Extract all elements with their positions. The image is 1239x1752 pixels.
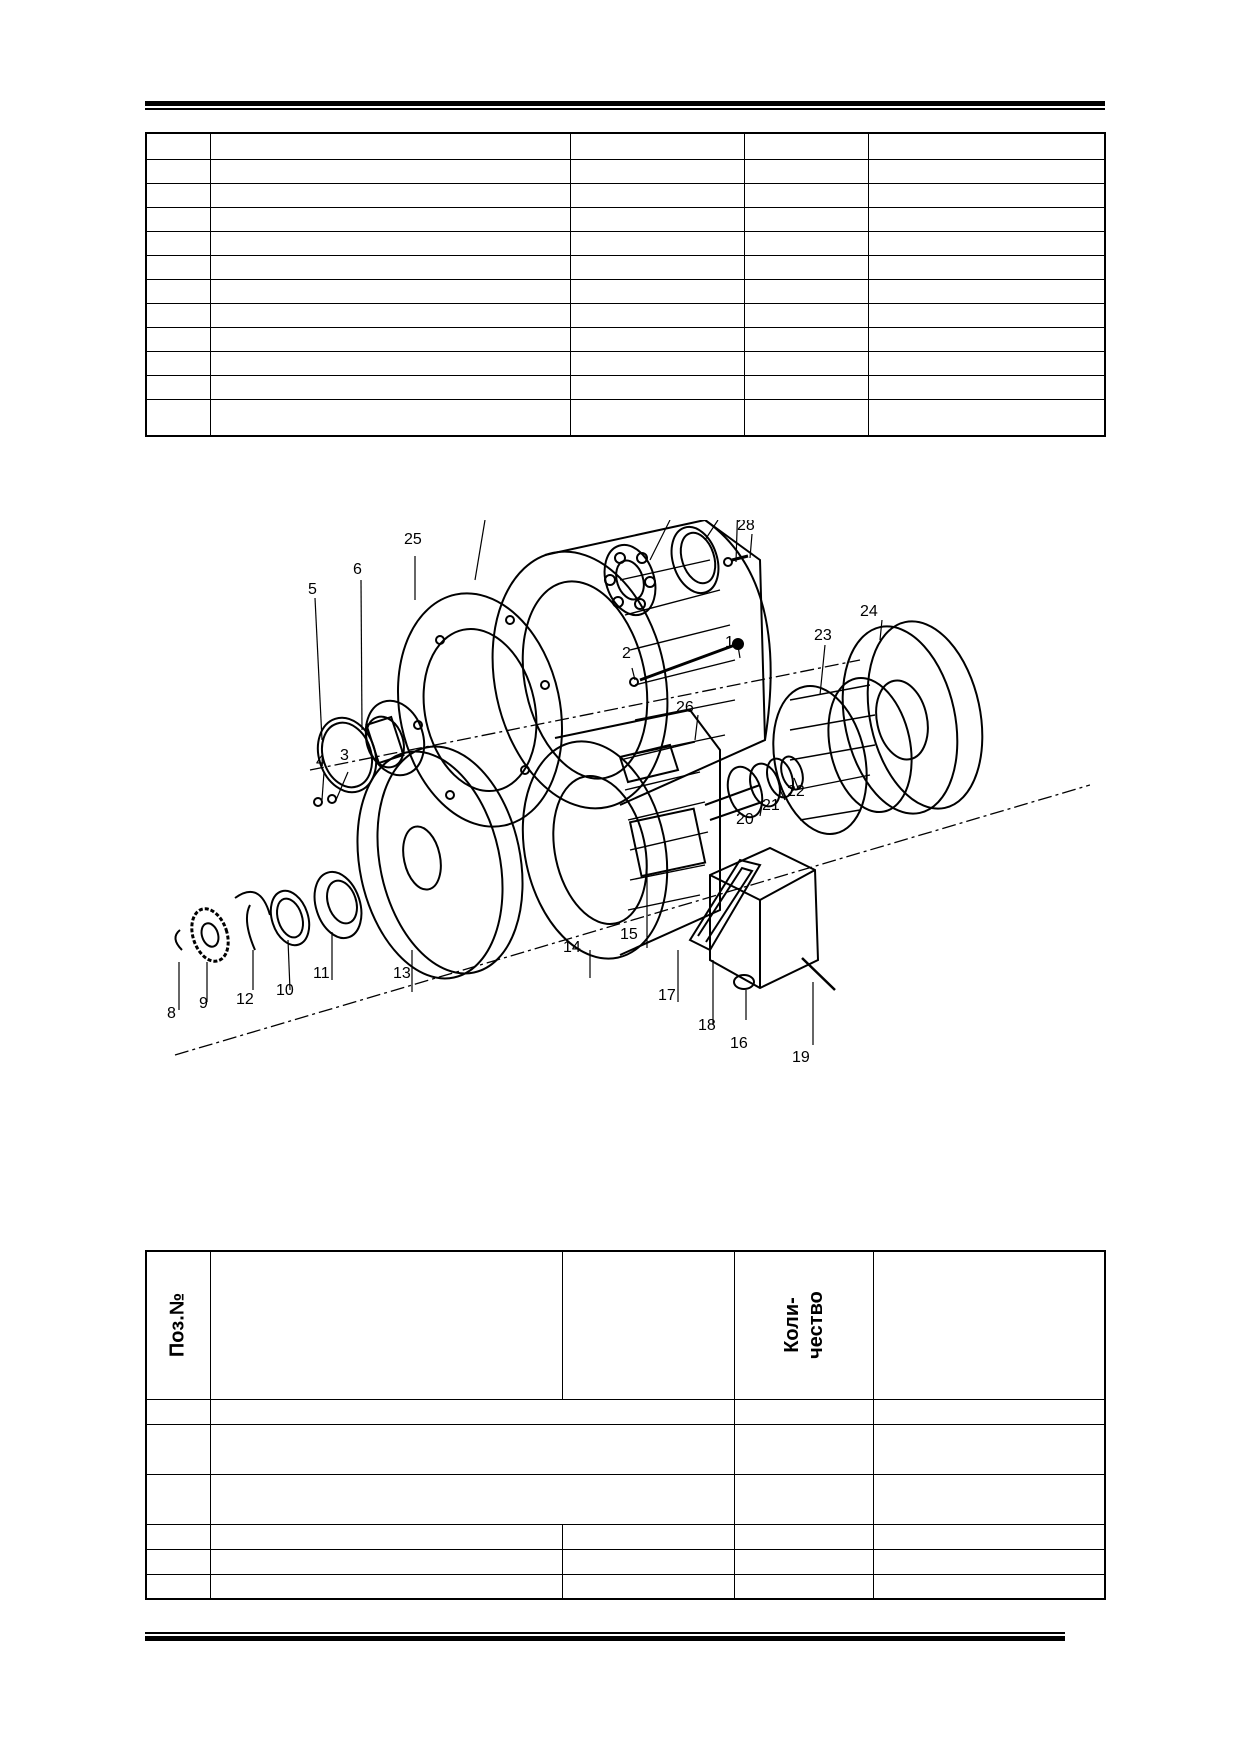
cable-gland-part — [733, 974, 755, 990]
callout-22: 22 — [787, 783, 805, 800]
table-header-row — [145, 132, 1106, 160]
table-row — [145, 351, 1106, 377]
callout-18: 18 — [698, 1017, 716, 1034]
callout-3: 3 — [340, 747, 349, 764]
footer-rule-thin — [145, 1632, 1065, 1634]
screw-part — [731, 554, 749, 562]
callout-9: 9 — [199, 995, 208, 1012]
callout-19: 19 — [792, 1049, 810, 1066]
pos-header-cell: Поз.№ — [145, 1250, 211, 1400]
terminal-cover-part — [709, 846, 820, 990]
header-rule-thin — [145, 108, 1105, 110]
terminal-base-part — [628, 807, 707, 878]
table-row — [145, 230, 1106, 256]
table-row — [145, 182, 1106, 208]
callout-6: 6 — [353, 561, 362, 578]
stud-bolt-part — [639, 643, 736, 682]
housing-part — [491, 520, 772, 810]
table-row — [145, 1473, 1106, 1525]
callout-17: 17 — [658, 987, 676, 1004]
callout-11: 11 — [313, 965, 330, 982]
roller-bearing-part — [313, 870, 363, 940]
callout-23: 23 — [814, 627, 832, 644]
flange-plate-part — [396, 592, 564, 828]
callout-12: 12 — [236, 991, 254, 1008]
callout-4: 4 — [316, 753, 325, 770]
bearing-cover-part — [364, 699, 426, 777]
table-row — [145, 375, 1106, 401]
qty-header-cell: Коли- чество — [733, 1250, 874, 1400]
screw-part — [801, 957, 836, 991]
callout-2b: 2 — [622, 645, 631, 662]
table-row — [145, 1523, 1106, 1550]
table-row — [145, 1423, 1106, 1475]
table-row — [145, 1398, 1106, 1425]
table-row — [145, 1573, 1106, 1600]
callout-21: 21 — [762, 797, 780, 814]
rear-flange-part — [841, 620, 984, 815]
callout-25: 25 — [404, 531, 422, 548]
callout-13: 13 — [393, 965, 411, 982]
pos-header-label: Поз.№ — [166, 1293, 189, 1358]
exploded-parts-diagram: 7 20 27 2 28 25 6 5 1 2 24 23 26 4 3 22 … — [167, 520, 1090, 1066]
callout-16: 16 — [730, 1035, 748, 1052]
callout-28: 28 — [737, 520, 755, 534]
table-row — [145, 278, 1106, 304]
circlip-part — [234, 890, 271, 916]
table-row — [145, 327, 1106, 353]
callout-labels: 7 20 27 2 28 25 6 5 1 2 24 23 26 4 3 22 … — [167, 520, 878, 1066]
table-header-row: Поз.№ Коли- чество — [145, 1250, 1106, 1400]
table-row — [145, 1548, 1106, 1575]
circlip-part — [245, 904, 256, 951]
bearing-part — [603, 543, 657, 617]
table-row — [145, 254, 1106, 280]
stator-housing-part — [521, 708, 721, 960]
end-shield-part — [356, 745, 524, 980]
gear-part — [190, 907, 230, 963]
washer-part — [723, 557, 733, 567]
bottom-parts-table: Поз.№ Коли- чество — [145, 1250, 1106, 1600]
callout-20b: 20 — [736, 811, 754, 828]
callout-14: 14 — [563, 939, 581, 956]
top-parts-table — [145, 132, 1106, 437]
clip-part — [174, 929, 183, 951]
washer-part — [629, 677, 639, 687]
header-rule — [145, 101, 1105, 106]
callout-5: 5 — [308, 581, 317, 598]
callout-10: 10 — [276, 982, 294, 999]
nameplate-part — [618, 743, 680, 784]
table-row — [145, 302, 1106, 329]
footer-rule — [145, 1636, 1065, 1641]
gasket-part — [688, 858, 762, 952]
table-row — [145, 206, 1106, 232]
washer-part — [313, 797, 323, 807]
table-row — [145, 158, 1106, 184]
callout-24: 24 — [860, 603, 878, 620]
callout-26: 26 — [676, 699, 694, 716]
callout-15: 15 — [620, 926, 638, 943]
qty-header-label: Коли- чество — [780, 1291, 827, 1360]
rotor-part — [772, 676, 913, 835]
callout-8: 8 — [167, 1005, 176, 1022]
ring-part — [269, 889, 311, 947]
table-row — [145, 399, 1106, 437]
nut-part — [327, 794, 337, 804]
shaft-part — [704, 755, 804, 821]
callout-1: 1 — [725, 634, 734, 651]
end-cap-part — [670, 525, 720, 595]
